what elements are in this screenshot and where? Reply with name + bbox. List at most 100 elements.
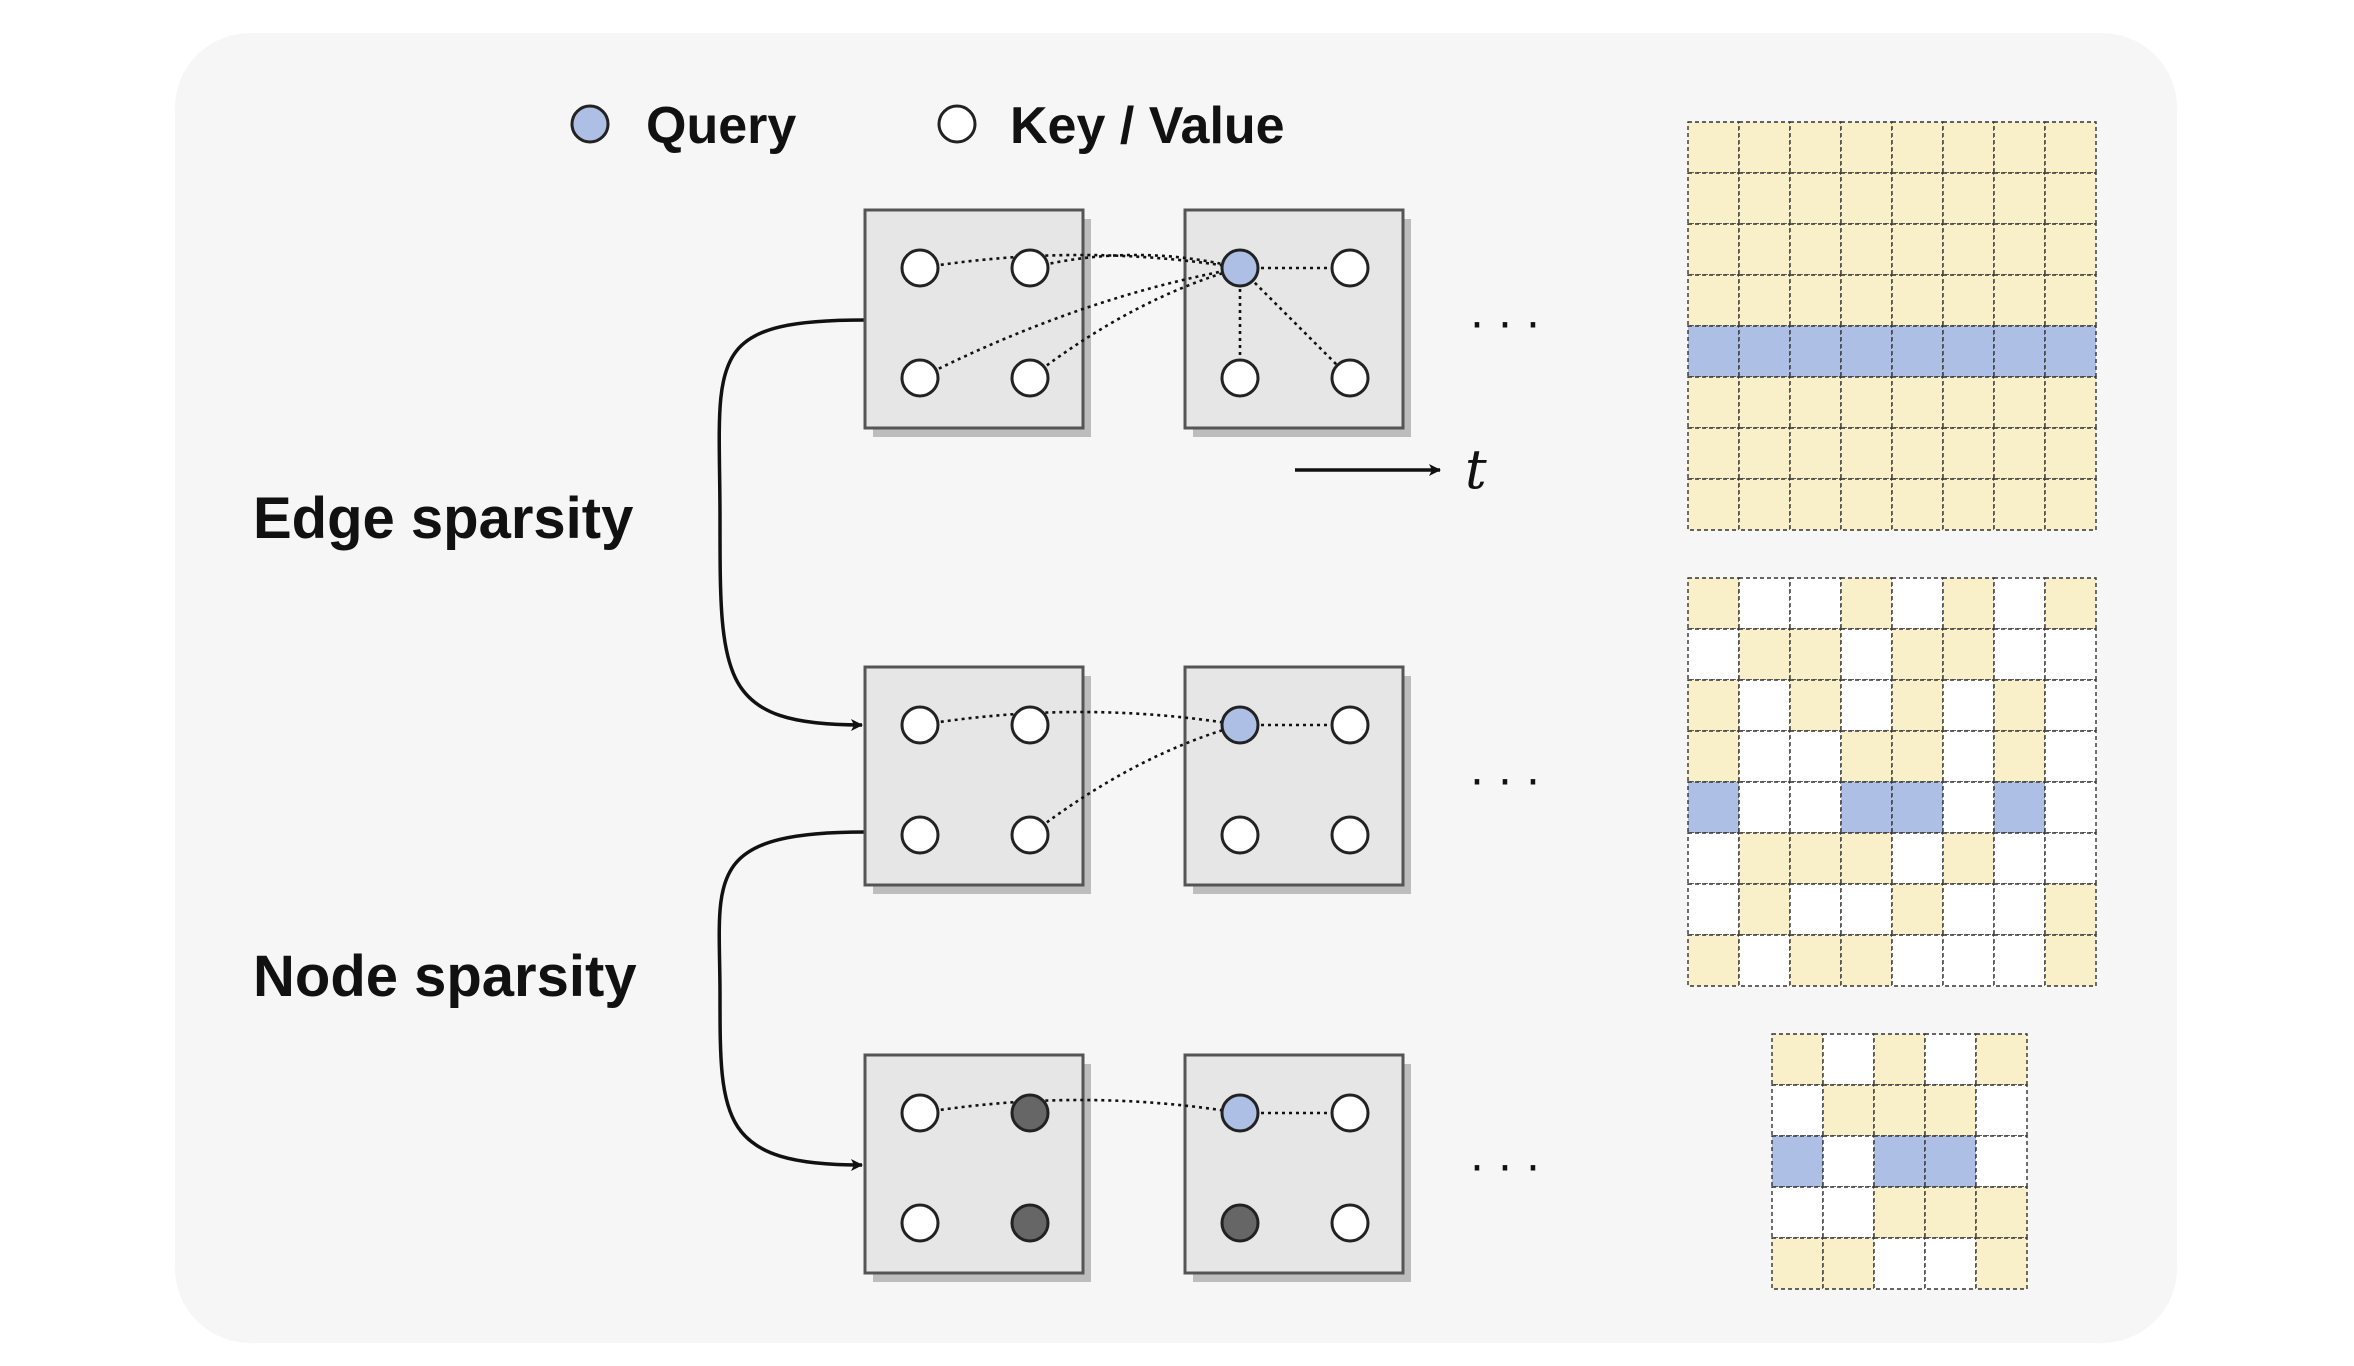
query-row-cell: [1840, 325, 1893, 378]
attention-edge: [1029, 266, 1241, 380]
empty-cell: [1822, 1186, 1875, 1239]
empty-cell: [1942, 679, 1995, 732]
attended-cell: [2044, 883, 2097, 936]
attended-cell: [1993, 274, 2046, 327]
attended-cell: [1891, 679, 1944, 732]
empty-cell: [1942, 781, 1995, 834]
empty-cell: [1993, 577, 2046, 630]
attended-cell: [1687, 376, 1740, 429]
node-sparsity-arrow: [717, 830, 866, 1171]
attended-cell: [1942, 274, 1995, 327]
query-row-cell: [1993, 781, 2046, 834]
attended-cell: [1687, 679, 1740, 732]
attended-cell: [1687, 577, 1740, 630]
attended-cell: [1891, 427, 1944, 480]
attention-edge: [919, 266, 1241, 380]
empty-cell: [1771, 1084, 1824, 1137]
query-row-cell: [2044, 325, 2097, 378]
attended-cell: [1840, 730, 1893, 783]
attended-cell: [1687, 223, 1740, 276]
empty-cell: [1873, 1237, 1926, 1290]
attended-cell: [1840, 427, 1893, 480]
attended-cell: [1942, 577, 1995, 630]
attended-cell: [2044, 172, 2097, 225]
row-edge-sparse: [863, 665, 1411, 894]
empty-cell: [1789, 781, 1842, 834]
attended-cell: [1738, 883, 1791, 936]
attended-cell: [1687, 172, 1740, 225]
attended-cell: [1840, 577, 1893, 630]
empty-cell: [1789, 730, 1842, 783]
attended-cell: [1687, 478, 1740, 531]
empty-cell: [1993, 934, 2046, 987]
attended-cell: [1891, 730, 1944, 783]
empty-cell: [2044, 628, 2097, 681]
empty-cell: [1891, 832, 1944, 885]
attended-cell: [1942, 376, 1995, 429]
diagram-background: [175, 33, 2177, 1343]
attended-cell: [1891, 274, 1944, 327]
attended-cell: [2044, 223, 2097, 276]
empty-cell: [1687, 628, 1740, 681]
key-value-node: [1330, 1203, 1370, 1243]
query-row-cell: [1891, 325, 1944, 378]
query-row-cell: [1873, 1135, 1926, 1188]
query-row-cell: [1687, 325, 1740, 378]
attended-cell: [1840, 223, 1893, 276]
node-sparsity-label: Node sparsity: [253, 944, 637, 1009]
key-value-node: [900, 248, 940, 288]
attention-matrices: [1687, 121, 2097, 1290]
attention-edge: [1029, 723, 1241, 837]
empty-cell: [1738, 730, 1791, 783]
attended-cell: [1993, 730, 2046, 783]
attended-cell: [1789, 934, 1842, 987]
attended-cell: [1789, 172, 1842, 225]
frame-2: [1183, 1053, 1405, 1275]
edge-sparsity-arrow: [717, 318, 866, 731]
row-node-sparse: [863, 1053, 1411, 1282]
ellipsis-row-1: · · ·: [1470, 300, 1540, 351]
attended-cell: [1789, 478, 1842, 531]
attended-cell: [2044, 478, 2097, 531]
attended-cell: [1789, 628, 1842, 681]
empty-cell: [2044, 832, 2097, 885]
key-value-node: [900, 1093, 940, 1133]
empty-cell: [1891, 577, 1944, 630]
empty-cell: [1942, 934, 1995, 987]
query-node: [1220, 248, 1260, 288]
attended-cell: [1738, 121, 1791, 174]
attended-cell: [1738, 478, 1791, 531]
attended-cell: [1687, 121, 1740, 174]
frame-1: [863, 208, 1085, 430]
attended-cell: [1840, 274, 1893, 327]
empty-cell: [1822, 1135, 1875, 1188]
pruned-node: [1010, 1203, 1050, 1243]
attended-cell: [1840, 934, 1893, 987]
attended-cell: [1975, 1237, 2028, 1290]
attended-cell: [1789, 679, 1842, 732]
attended-cell: [1942, 172, 1995, 225]
attended-cell: [1687, 427, 1740, 480]
attended-cell: [1789, 274, 1842, 327]
empty-cell: [1822, 1033, 1875, 1086]
attended-cell: [1873, 1033, 1926, 1086]
attended-cell: [1942, 478, 1995, 531]
key-value-node: [900, 358, 940, 398]
empty-cell: [1840, 628, 1893, 681]
query-legend-label: Query: [646, 97, 796, 155]
attended-cell: [1891, 883, 1944, 936]
empty-cell: [1942, 730, 1995, 783]
attended-cell: [1687, 934, 1740, 987]
pruned-node: [1010, 1093, 1050, 1133]
frame-1: [863, 665, 1085, 887]
attended-cell: [1789, 376, 1842, 429]
key-value-node: [1010, 815, 1050, 855]
attended-cell: [1942, 121, 1995, 174]
attended-cell: [1771, 1237, 1824, 1290]
empty-cell: [1924, 1237, 1977, 1290]
query-row-cell: [1891, 781, 1944, 834]
frame-2: [1183, 208, 1405, 430]
query-node: [1220, 705, 1260, 745]
attended-cell: [2044, 577, 2097, 630]
